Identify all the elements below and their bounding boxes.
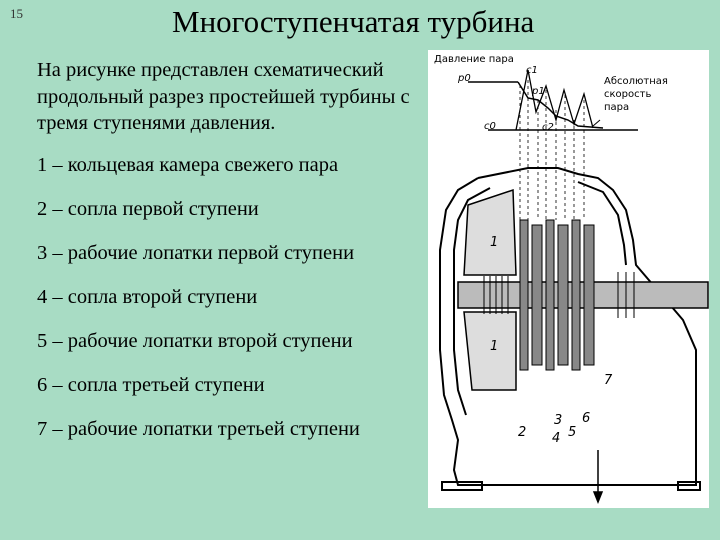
legend-item-3: 3 – рабочие лопатки первой ступени xyxy=(37,241,355,264)
callout-1-bottom: 1 xyxy=(490,339,498,354)
slide-title: Многоступенчатая турбина xyxy=(172,4,535,39)
callout-3: 3 xyxy=(554,413,562,428)
legend-item-7: 7 – рабочие лопатки третьей ступени xyxy=(37,417,360,440)
callout-6: 6 xyxy=(582,411,590,426)
shaft xyxy=(457,281,709,309)
legend-item-5: 5 – рабочие лопатки второй ступени xyxy=(37,329,353,352)
pressure-label: Давление пара xyxy=(434,54,514,65)
c1-label: c1 xyxy=(526,65,538,76)
legend-item-1: 1 – кольцевая камера свежего пара xyxy=(37,153,339,176)
projection-lines xyxy=(519,80,585,220)
labyrinth-seal xyxy=(483,272,635,318)
callout-1-top: 1 xyxy=(490,235,498,250)
turbine-drawing: Давление пара Абсолютная скорость пара p… xyxy=(434,54,709,505)
c2-label: c2 xyxy=(542,122,554,133)
c0-label: c0 xyxy=(484,121,496,132)
speed-label-line-1: Абсолютная xyxy=(604,76,668,87)
blade-stages xyxy=(519,219,595,371)
pressure-speed-graph: Давление пара Абсолютная скорость пара p… xyxy=(434,54,668,133)
legend-item-4: 4 – сопла второй ступени xyxy=(37,285,258,308)
callout-7: 7 xyxy=(604,373,613,388)
steam-chamber-top xyxy=(463,188,517,276)
slide-number: 15 xyxy=(10,6,23,21)
p1-label: p1 xyxy=(531,86,545,97)
intro-paragraph: На рисунке представлен схематический про… xyxy=(37,59,410,134)
steam-chamber-bottom xyxy=(463,311,517,391)
turbine-diagram: Давление пара Абсолютная скорость пара p… xyxy=(428,50,709,508)
exhaust-arrow xyxy=(592,450,604,505)
legend-item-6: 6 – сопла третьей ступени xyxy=(37,373,265,396)
content-text: На рисунке представлен схематический про… xyxy=(37,57,427,460)
callout-2: 2 xyxy=(518,425,526,440)
legend-item-2: 2 – сопла первой ступени xyxy=(37,197,259,220)
callout-5: 5 xyxy=(568,425,576,440)
speed-label-line-2: скорость xyxy=(604,89,651,100)
p0-label: p0 xyxy=(457,73,471,84)
callout-4: 4 xyxy=(552,431,560,446)
turbine-casing xyxy=(439,167,701,491)
speed-label-line-3: пара xyxy=(604,102,629,113)
